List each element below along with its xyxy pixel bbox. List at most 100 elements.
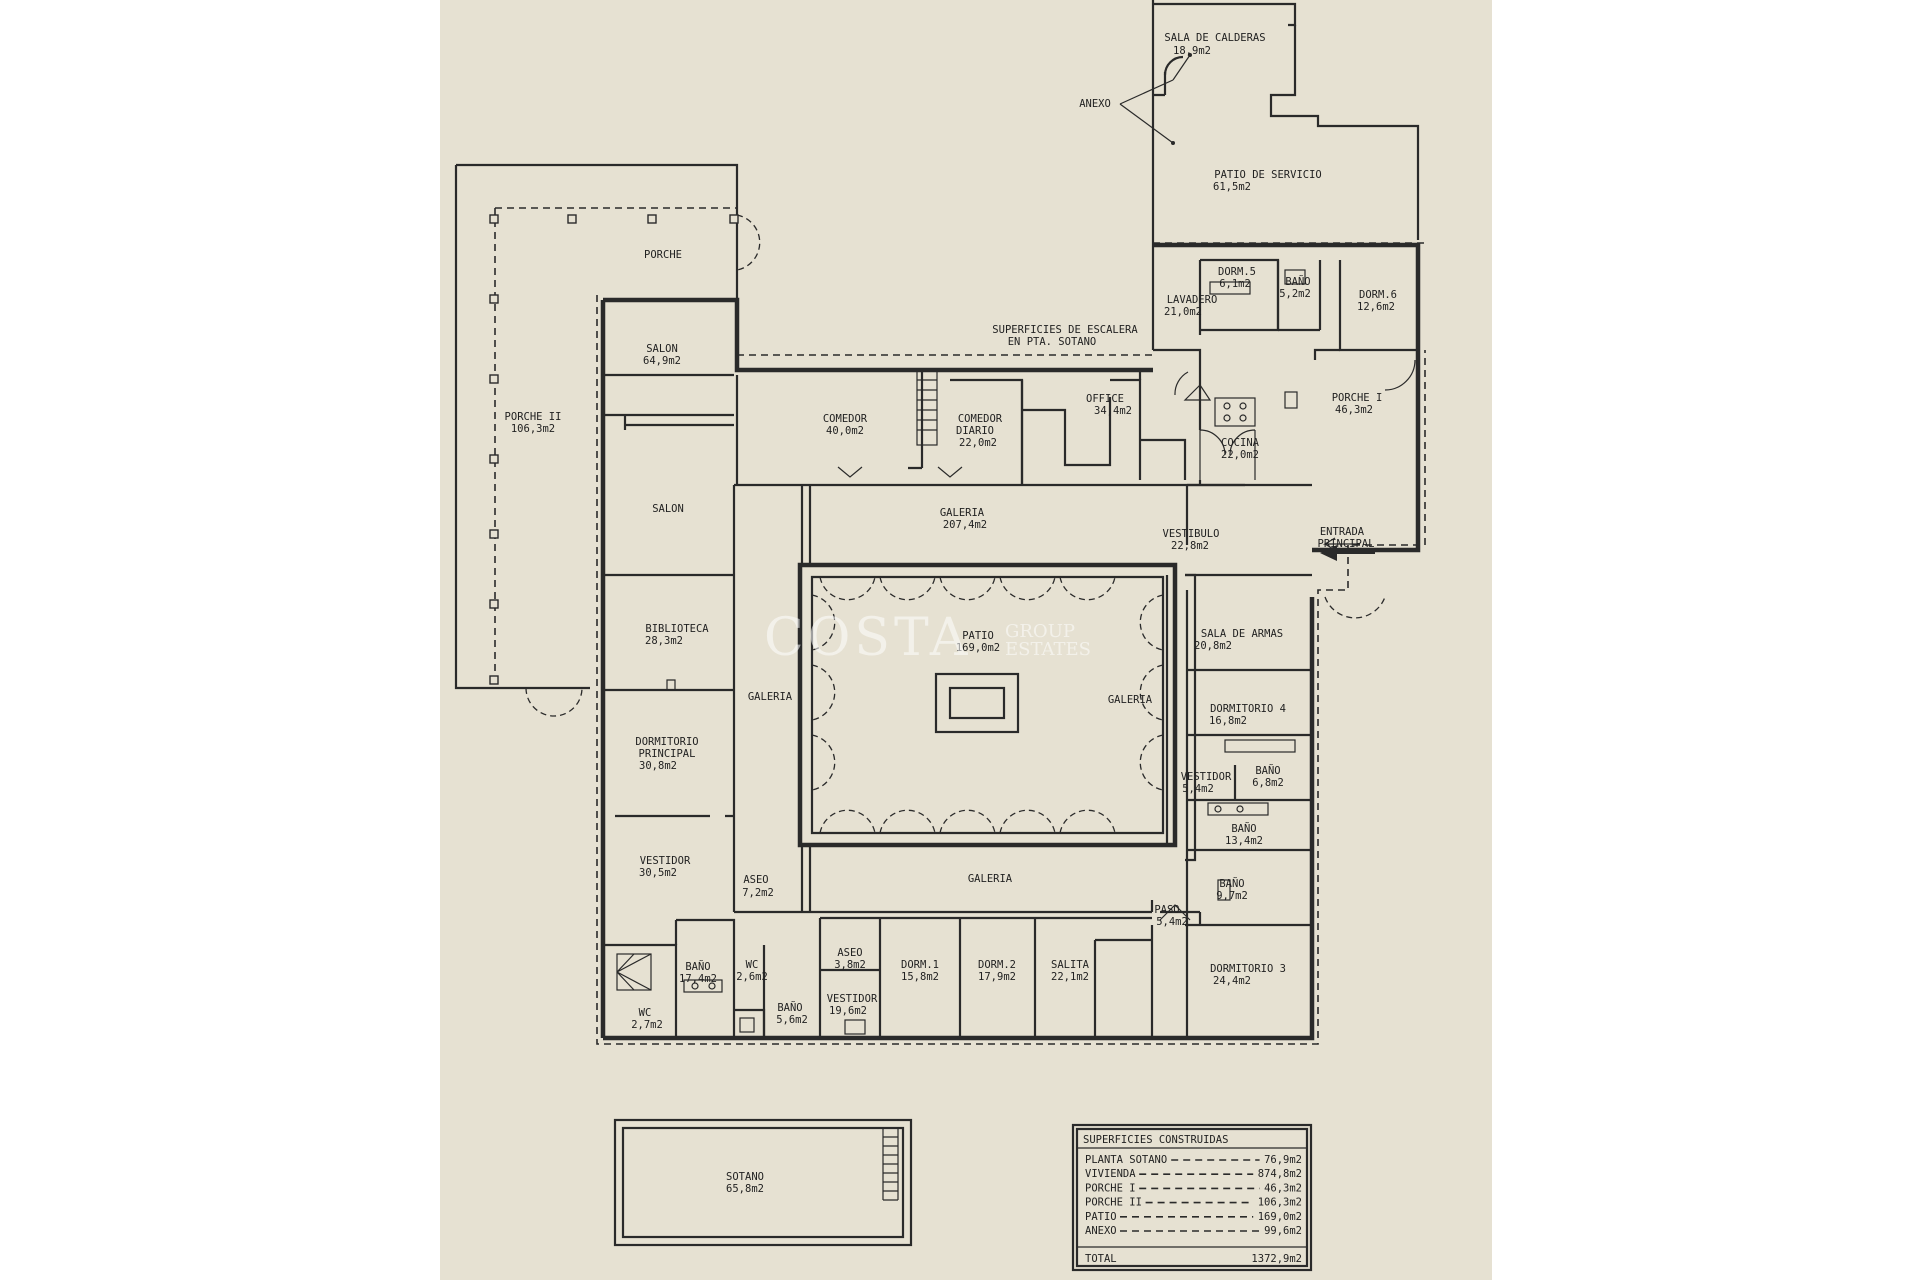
dormitorio-3-area: 24,4m2: [1213, 975, 1251, 987]
vestibulo-area: 22,8m2: [1171, 540, 1209, 552]
dorm-5-area: 6,1m2: [1219, 278, 1251, 290]
dorm-6-label: DORM.6: [1359, 289, 1397, 301]
watermark-sub1: GROUP: [1005, 621, 1075, 642]
dorm-2-area: 17,9m2: [978, 971, 1016, 983]
bano-2-area: 5,6m2: [776, 1014, 808, 1026]
salon-1-label: SALON: [646, 343, 678, 355]
table-row-label: PORCHE II: [1085, 1197, 1142, 1209]
porche-ii-area: 106,3m2: [511, 423, 555, 435]
paso-label: PASO: [1154, 904, 1179, 916]
salon-1-area: 64,9m2: [643, 355, 681, 367]
floor-plan: SALA DE CALDERAS 18,9m2 ANEXO PATIO DE S…: [454, 0, 1428, 1272]
lavadero-area: 21,0m2: [1164, 306, 1202, 318]
entrance-arrow-icon: [1320, 545, 1375, 561]
paso-area: 5,4m2: [1156, 916, 1188, 928]
dormitorio-principal-label: DORMITORIO: [635, 736, 698, 748]
vestibulo-label: VESTIBULO: [1163, 528, 1220, 540]
patio-courtyard: [797, 485, 1197, 912]
galeria-south-label: GALERIA: [968, 873, 1013, 885]
salita-label: SALITA: [1051, 959, 1090, 971]
comedor-diario-label: COMEDOR: [958, 413, 1003, 425]
bano-3-label: BAÑO: [1219, 877, 1244, 890]
comedor-area: 40,0m2: [826, 425, 864, 437]
biblioteca-area: 28,3m2: [645, 635, 683, 647]
door-swings: [666, 359, 1416, 921]
patio-servicio-area: 61,5m2: [1213, 181, 1251, 193]
sala-calderas-area: 18,9m2: [1173, 45, 1211, 57]
escalera-note-label: SUPERFICIES DE ESCALERA: [992, 324, 1138, 336]
annex-structure: [1151, 0, 1428, 245]
porche-label: PORCHE: [644, 249, 682, 261]
porche-ii-outline: [454, 163, 761, 717]
bano-5-area: 6,8m2: [1252, 777, 1284, 789]
sala-armas-label: SALA DE ARMAS: [1201, 628, 1283, 640]
bano-1-area: 17,4m2: [679, 973, 717, 985]
patio-servicio-label: PATIO DE SERVICIO: [1214, 169, 1321, 181]
wc-2-label: WC: [746, 959, 759, 971]
dorm-1-label: DORM.1: [901, 959, 939, 971]
cocina-label: COCINA: [1221, 437, 1260, 449]
galeria-north-label: GALERIA: [940, 507, 985, 519]
table-total-label: TOTAL: [1085, 1253, 1117, 1265]
dorm-2-label: DORM.2: [978, 959, 1016, 971]
aseo-1-label: ASEO: [743, 874, 768, 886]
vestidor-1-label: VESTIDOR: [640, 855, 691, 867]
sotano-area: 65,8m2: [726, 1183, 764, 1195]
office-label: OFFICE: [1086, 393, 1124, 405]
table-row-value: 46,3m2: [1264, 1182, 1302, 1194]
stairs: [616, 369, 938, 991]
watermark-main: COSTA: [764, 608, 971, 668]
floor-plan-sheet: SALA DE CALDERAS 18,9m2 ANEXO PATIO DE S…: [440, 0, 1492, 1280]
aseo-1-area: 7,2m2: [742, 887, 774, 899]
table-title: SUPERFICIES CONSTRUIDAS: [1083, 1134, 1228, 1146]
comedor-diario-label-2: DIARIO: [956, 425, 994, 437]
comedor-label: COMEDOR: [823, 413, 868, 425]
bano-4-area: 13,4m2: [1225, 835, 1263, 847]
comedor-diario-area: 22,0m2: [959, 437, 997, 449]
table-row-label: PLANTA SOTANO: [1085, 1154, 1167, 1166]
bano-6-area: 5,2m2: [1279, 288, 1311, 300]
escalera-note-label-2: EN PTA. SOTANO: [1008, 336, 1097, 348]
table-row-value: 874,8m2: [1258, 1168, 1302, 1180]
dorm-1-area: 15,8m2: [901, 971, 939, 983]
dormitorio-principal-label-2: PRINCIPAL: [639, 748, 696, 760]
watermark-logo: COSTA GROUP ESTATES: [764, 608, 1091, 668]
lavadero-label: LAVADERO: [1167, 294, 1218, 306]
salon-2-label: SALON: [652, 503, 684, 515]
patio-label: PATIO: [962, 630, 994, 642]
porche-ii-label: PORCHE II: [505, 411, 562, 423]
table-total-value: 1372,9m2: [1251, 1253, 1302, 1265]
office-area: 34,4m2: [1094, 405, 1132, 417]
room-labels: SALA DE CALDERAS 18,9m2 ANEXO PATIO DE S…: [505, 32, 1397, 1195]
table-row-value: 169,0m2: [1258, 1211, 1302, 1223]
dorm-5-label: DORM.5: [1218, 266, 1256, 278]
entrada-label: ENTRADA: [1320, 526, 1365, 538]
patio-area: 169,0m2: [956, 642, 1000, 654]
table-row-label: PATIO: [1085, 1211, 1117, 1223]
vestidor-3-area: 5,4m2: [1182, 783, 1214, 795]
vestidor-1-area: 30,5m2: [639, 867, 677, 879]
salita-area: 22,1m2: [1051, 971, 1089, 983]
main-house-walls: [596, 242, 1426, 1045]
galeria-north-area: 207,4m2: [943, 519, 987, 531]
dormitorio-4-label: DORMITORIO 4: [1210, 703, 1286, 715]
wc-1-label: WC: [639, 1007, 652, 1019]
bathroom-fixtures: [683, 269, 1306, 1035]
table-row-value: 99,6m2: [1264, 1225, 1302, 1237]
bano-5-label: BAÑO: [1255, 764, 1280, 777]
cocina-area: 22,0m2: [1221, 449, 1259, 461]
sala-armas-area: 20,8m2: [1194, 640, 1232, 652]
vestidor-2-area: 19,6m2: [829, 1005, 867, 1017]
biblioteca-label: BIBLIOTECA: [645, 623, 709, 635]
anexo-label: ANEXO: [1079, 98, 1111, 110]
sotano-label: SOTANO: [726, 1171, 764, 1183]
dormitorio-3-label: DORMITORIO 3: [1210, 963, 1286, 975]
galeria-west-label: GALERIA: [748, 691, 793, 703]
dormitorio-4-area: 16,8m2: [1209, 715, 1247, 727]
table-row-label: ANEXO: [1085, 1225, 1117, 1237]
area-table: [1071, 1123, 1313, 1272]
wc-2-area: 2,6m2: [736, 971, 768, 983]
watermark-sub2: ESTATES: [1005, 639, 1091, 660]
